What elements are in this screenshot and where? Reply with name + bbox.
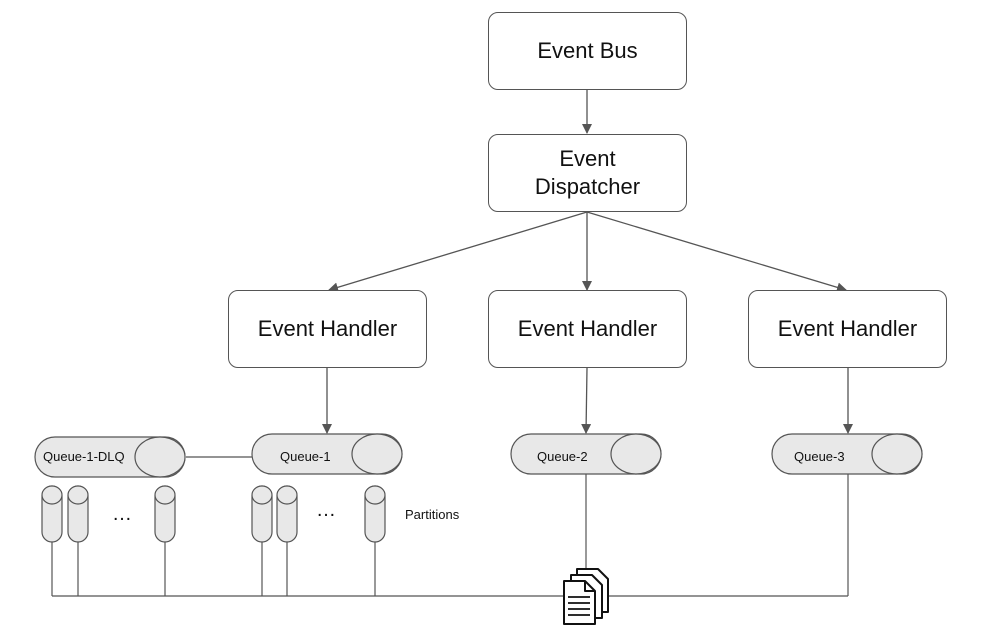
event-handler-3-label: Event Handler bbox=[777, 316, 918, 341]
partition-dlq-2 bbox=[67, 485, 89, 543]
event-handler-2-label: Event Handler bbox=[517, 316, 658, 341]
event-dispatcher-label: Event Dispatcher bbox=[534, 146, 641, 199]
queue-1-label: Queue-1 bbox=[280, 449, 331, 464]
ellipsis-queue-1: … bbox=[316, 499, 337, 521]
partition-q1-2 bbox=[276, 485, 298, 543]
partitions-label: Partitions bbox=[405, 507, 460, 522]
partition-dlq-n bbox=[154, 485, 176, 543]
partition-q1-1 bbox=[251, 485, 273, 543]
queue-1-shape bbox=[251, 433, 403, 475]
event-handler-3-node: Event Handler bbox=[748, 290, 947, 368]
queue-dlq-shape bbox=[34, 436, 186, 478]
queue-2-label: Queue-2 bbox=[537, 449, 588, 464]
arrow-dispatcher-to-handler-1 bbox=[328, 211, 588, 293]
event-handler-1-node: Event Handler bbox=[228, 290, 427, 368]
ellipsis-dlq: … bbox=[112, 503, 133, 525]
partition-dlq-1 bbox=[41, 485, 63, 543]
queue-3-shape bbox=[771, 433, 923, 475]
partition-cylinders bbox=[41, 485, 386, 543]
event-handler-2-node: Event Handler bbox=[488, 290, 687, 368]
arrow-dispatcher-to-handler-3 bbox=[586, 211, 847, 293]
queue-3-label: Queue-3 bbox=[794, 449, 845, 464]
partition-lines bbox=[51, 474, 849, 597]
queue-dlq-label: Queue-1-DLQ bbox=[43, 449, 125, 464]
event-bus-node: Event Bus bbox=[488, 12, 687, 90]
arrow-handler-2-to-queue-2 bbox=[581, 367, 592, 434]
partition-q1-n bbox=[364, 485, 386, 543]
event-bus-label: Event Bus bbox=[537, 38, 638, 63]
documents-icon bbox=[563, 568, 609, 625]
event-dispatcher-node: Event Dispatcher bbox=[488, 134, 687, 212]
event-handler-1-label: Event Handler bbox=[257, 316, 398, 341]
